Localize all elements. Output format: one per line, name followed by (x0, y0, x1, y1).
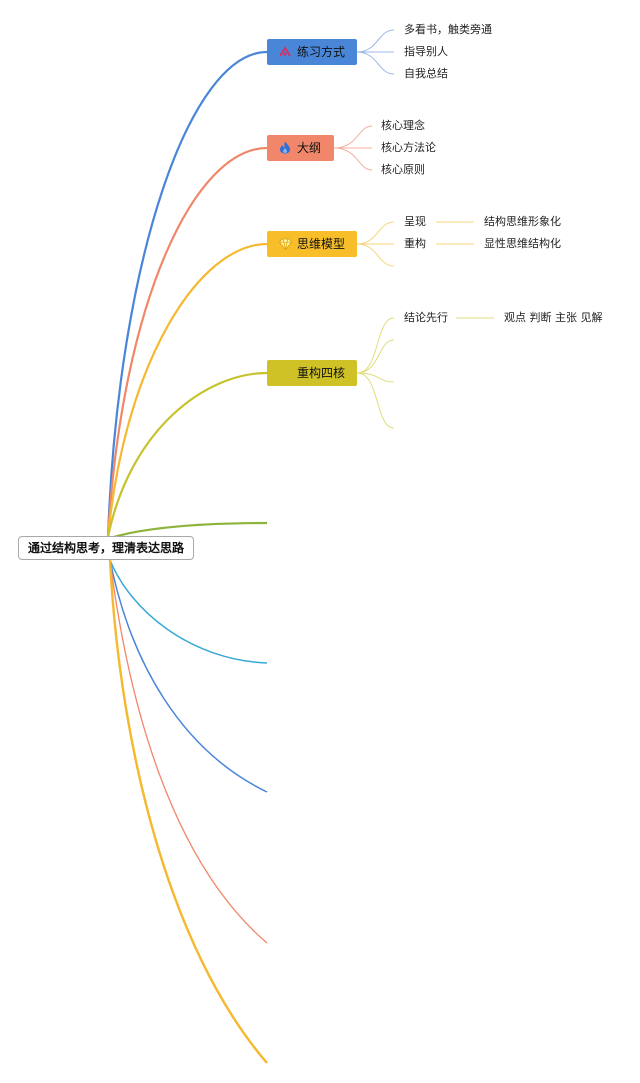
subtopic-core-concept[interactable]: 核心理念 (381, 119, 425, 132)
topic-four-cores[interactable]: 重构四核 (267, 360, 357, 386)
gem-icon (277, 232, 293, 258)
subtopic-read-more[interactable]: 多看书，触类旁通 (404, 23, 492, 36)
subtopic-restructure-detail[interactable]: 显性思维结构化 (484, 237, 561, 250)
subtopic-self-summary[interactable]: 自我总结 (404, 67, 448, 80)
central-topic[interactable]: 通过结构思考，理清表达思路 (18, 536, 194, 560)
topic-label: 练习方式 (297, 45, 346, 59)
subtopic-restructure[interactable]: 重构 (404, 237, 426, 250)
subtopic-core-principles[interactable]: 核心原则 (381, 163, 425, 176)
topic-outline[interactable]: 大纲 (267, 135, 334, 161)
subtopic-present-detail[interactable]: 结构思维形象化 (484, 215, 561, 228)
subtopic-present[interactable]: 呈现 (404, 215, 426, 228)
target-tag-icon (277, 40, 293, 66)
subtopic-guide-others[interactable]: 指导别人 (404, 45, 448, 58)
subtopic-core-methodology[interactable]: 核心方法论 (381, 141, 436, 154)
topic-label: 重构四核 (297, 366, 346, 380)
subtopic-conclusion-detail[interactable]: 观点 判断 主张 见解 (504, 311, 603, 324)
topic-label: 思维模型 (297, 237, 346, 251)
topic-label: 大纲 (297, 141, 322, 155)
flame-icon (277, 136, 293, 162)
topic-thinking-model[interactable]: 思维模型 (267, 231, 357, 257)
subtopic-conclusion-first[interactable]: 结论先行 (404, 311, 448, 324)
topic-practice-methods[interactable]: 练习方式 (267, 39, 357, 65)
